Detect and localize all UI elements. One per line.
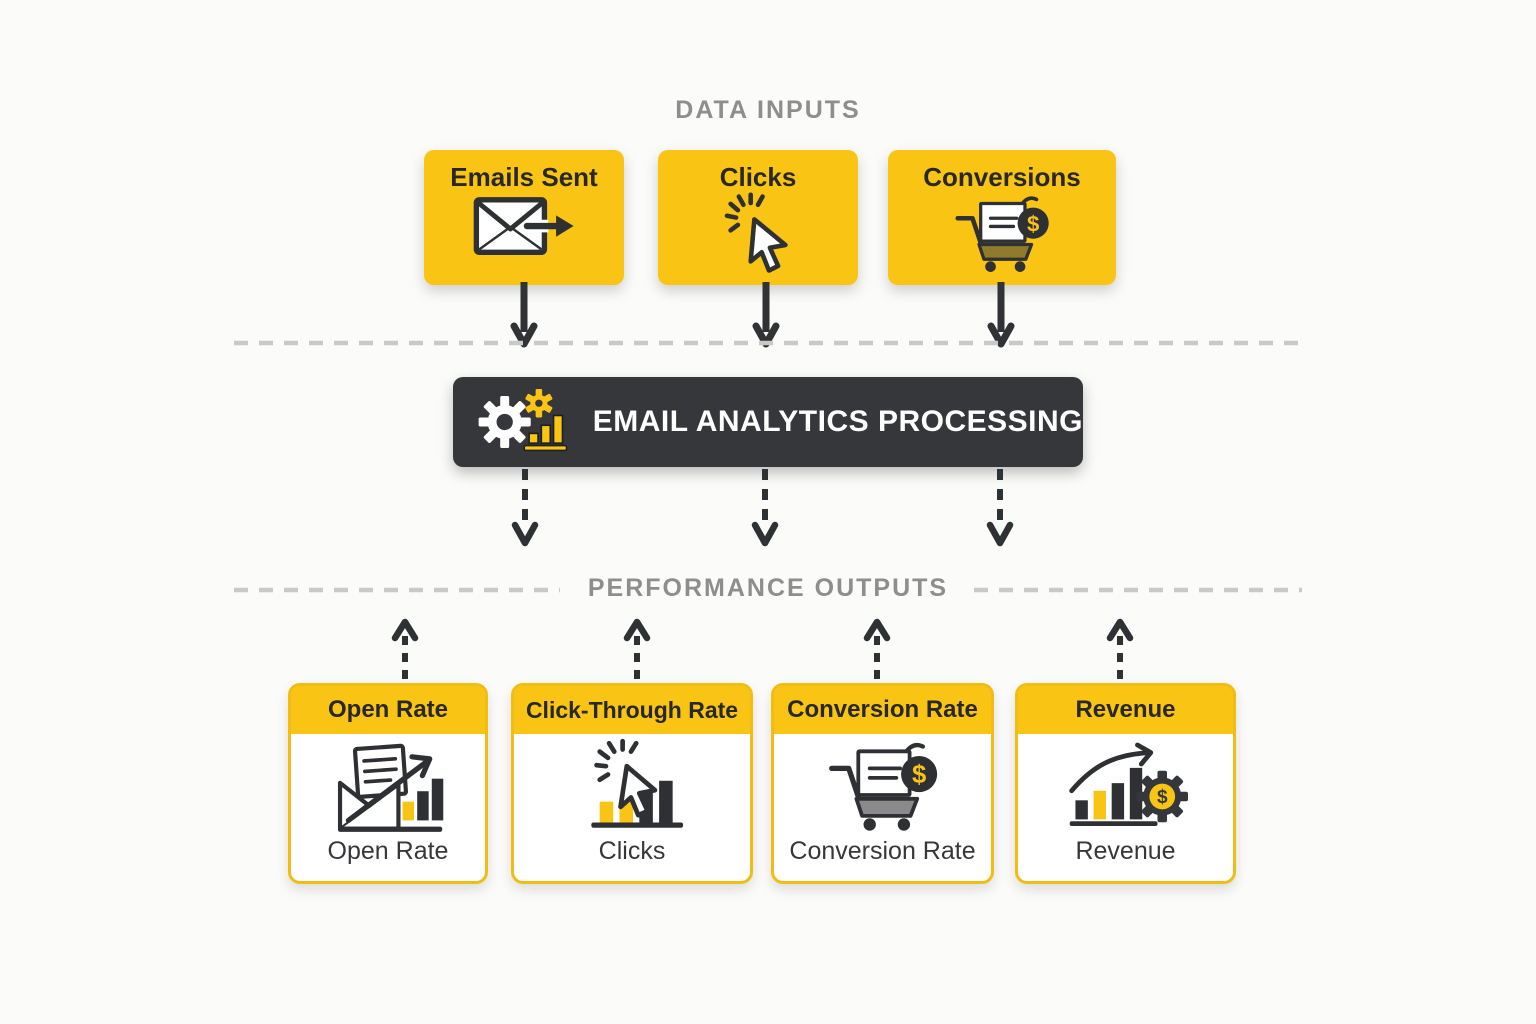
output-card-label: Conversion Rate (789, 837, 976, 865)
processing-label: EMAIL ANALYTICS PROCESSING (592, 405, 1083, 438)
inputs-section-title: DATA INPUTS (675, 96, 861, 124)
output-card-click-through-rate: Click-Through Rate Clicks (511, 683, 753, 884)
outputs-divider-right (974, 587, 1302, 593)
outputs-section-title: PERFORMANCE OUTPUTS (587, 574, 949, 602)
arrow-up-dashed (623, 618, 651, 682)
mini-bar-chart (523, 414, 568, 452)
card-icon-wrap (574, 734, 690, 837)
cart-dollar-icon: $ (955, 195, 1049, 272)
card-icon-wrap (329, 734, 447, 837)
output-card-open-rate: Open Rate Open Rate (288, 683, 488, 884)
arrow-up-dashed (863, 618, 891, 682)
input-box-title: Emails Sent (450, 162, 598, 192)
card-icon-wrap: $ (1064, 734, 1188, 837)
processing-bar: EMAIL ANALYTICS PROCESSING (453, 377, 1083, 467)
dollar-coin (1017, 207, 1049, 239)
gears-bar-chart-icon (478, 389, 568, 452)
cursor-click-bars-icon (591, 738, 684, 828)
dollar-glyph: $ (1027, 211, 1039, 236)
output-card-label: Open Rate (327, 837, 449, 865)
cart-wheel (897, 818, 910, 831)
large-gear (478, 395, 531, 449)
cart-dollar-icon: $ (828, 742, 937, 831)
input-box-emails-sent: Emails Sent (424, 150, 624, 285)
input-box-clicks: Clicks (658, 150, 858, 285)
growth-chart-gear-icon: $ (1068, 742, 1188, 826)
inputs-divider-line (234, 340, 1302, 346)
cart-wheel (1014, 260, 1026, 272)
open-email-chart-icon (337, 743, 444, 832)
output-card-title: Click-Through Rate (514, 686, 750, 734)
output-card-revenue: Revenue (1015, 683, 1236, 884)
input-box-title: Conversions (923, 162, 1081, 192)
dollar-gear: $ (1135, 770, 1188, 822)
outputs-divider-left (234, 587, 560, 593)
output-card-label: Clicks (598, 837, 666, 865)
output-card-conversion-rate: Conversion Rate $ Conversion Rate (771, 683, 994, 884)
card-icon-wrap: $ (824, 734, 942, 837)
output-card-title: Conversion Rate (774, 686, 991, 734)
arrow-down-solid (987, 282, 1015, 348)
input-box-conversions: Conversions $ (888, 150, 1116, 285)
arrow-up-dashed (1106, 618, 1134, 682)
input-box-title: Clicks (719, 162, 797, 192)
cart-wheel (985, 260, 996, 272)
output-card-title: Open Rate (291, 686, 485, 734)
arrow-down-dashed (511, 469, 539, 547)
small-gear (525, 389, 553, 418)
dollar-coin (900, 756, 937, 793)
output-card-label: Revenue (1075, 837, 1176, 865)
arrow-down-dashed (751, 469, 779, 547)
email-send-icon (473, 196, 574, 255)
cursor-click-icon (724, 192, 788, 273)
dollar-glyph: $ (911, 761, 925, 789)
arrow-down-solid (510, 282, 538, 348)
dollar-glyph: $ (1156, 786, 1167, 807)
output-card-title: Revenue (1018, 686, 1233, 734)
arrow-down-dashed (986, 469, 1014, 547)
cart-wheel (863, 818, 876, 831)
arrow-up-dashed (391, 618, 419, 682)
